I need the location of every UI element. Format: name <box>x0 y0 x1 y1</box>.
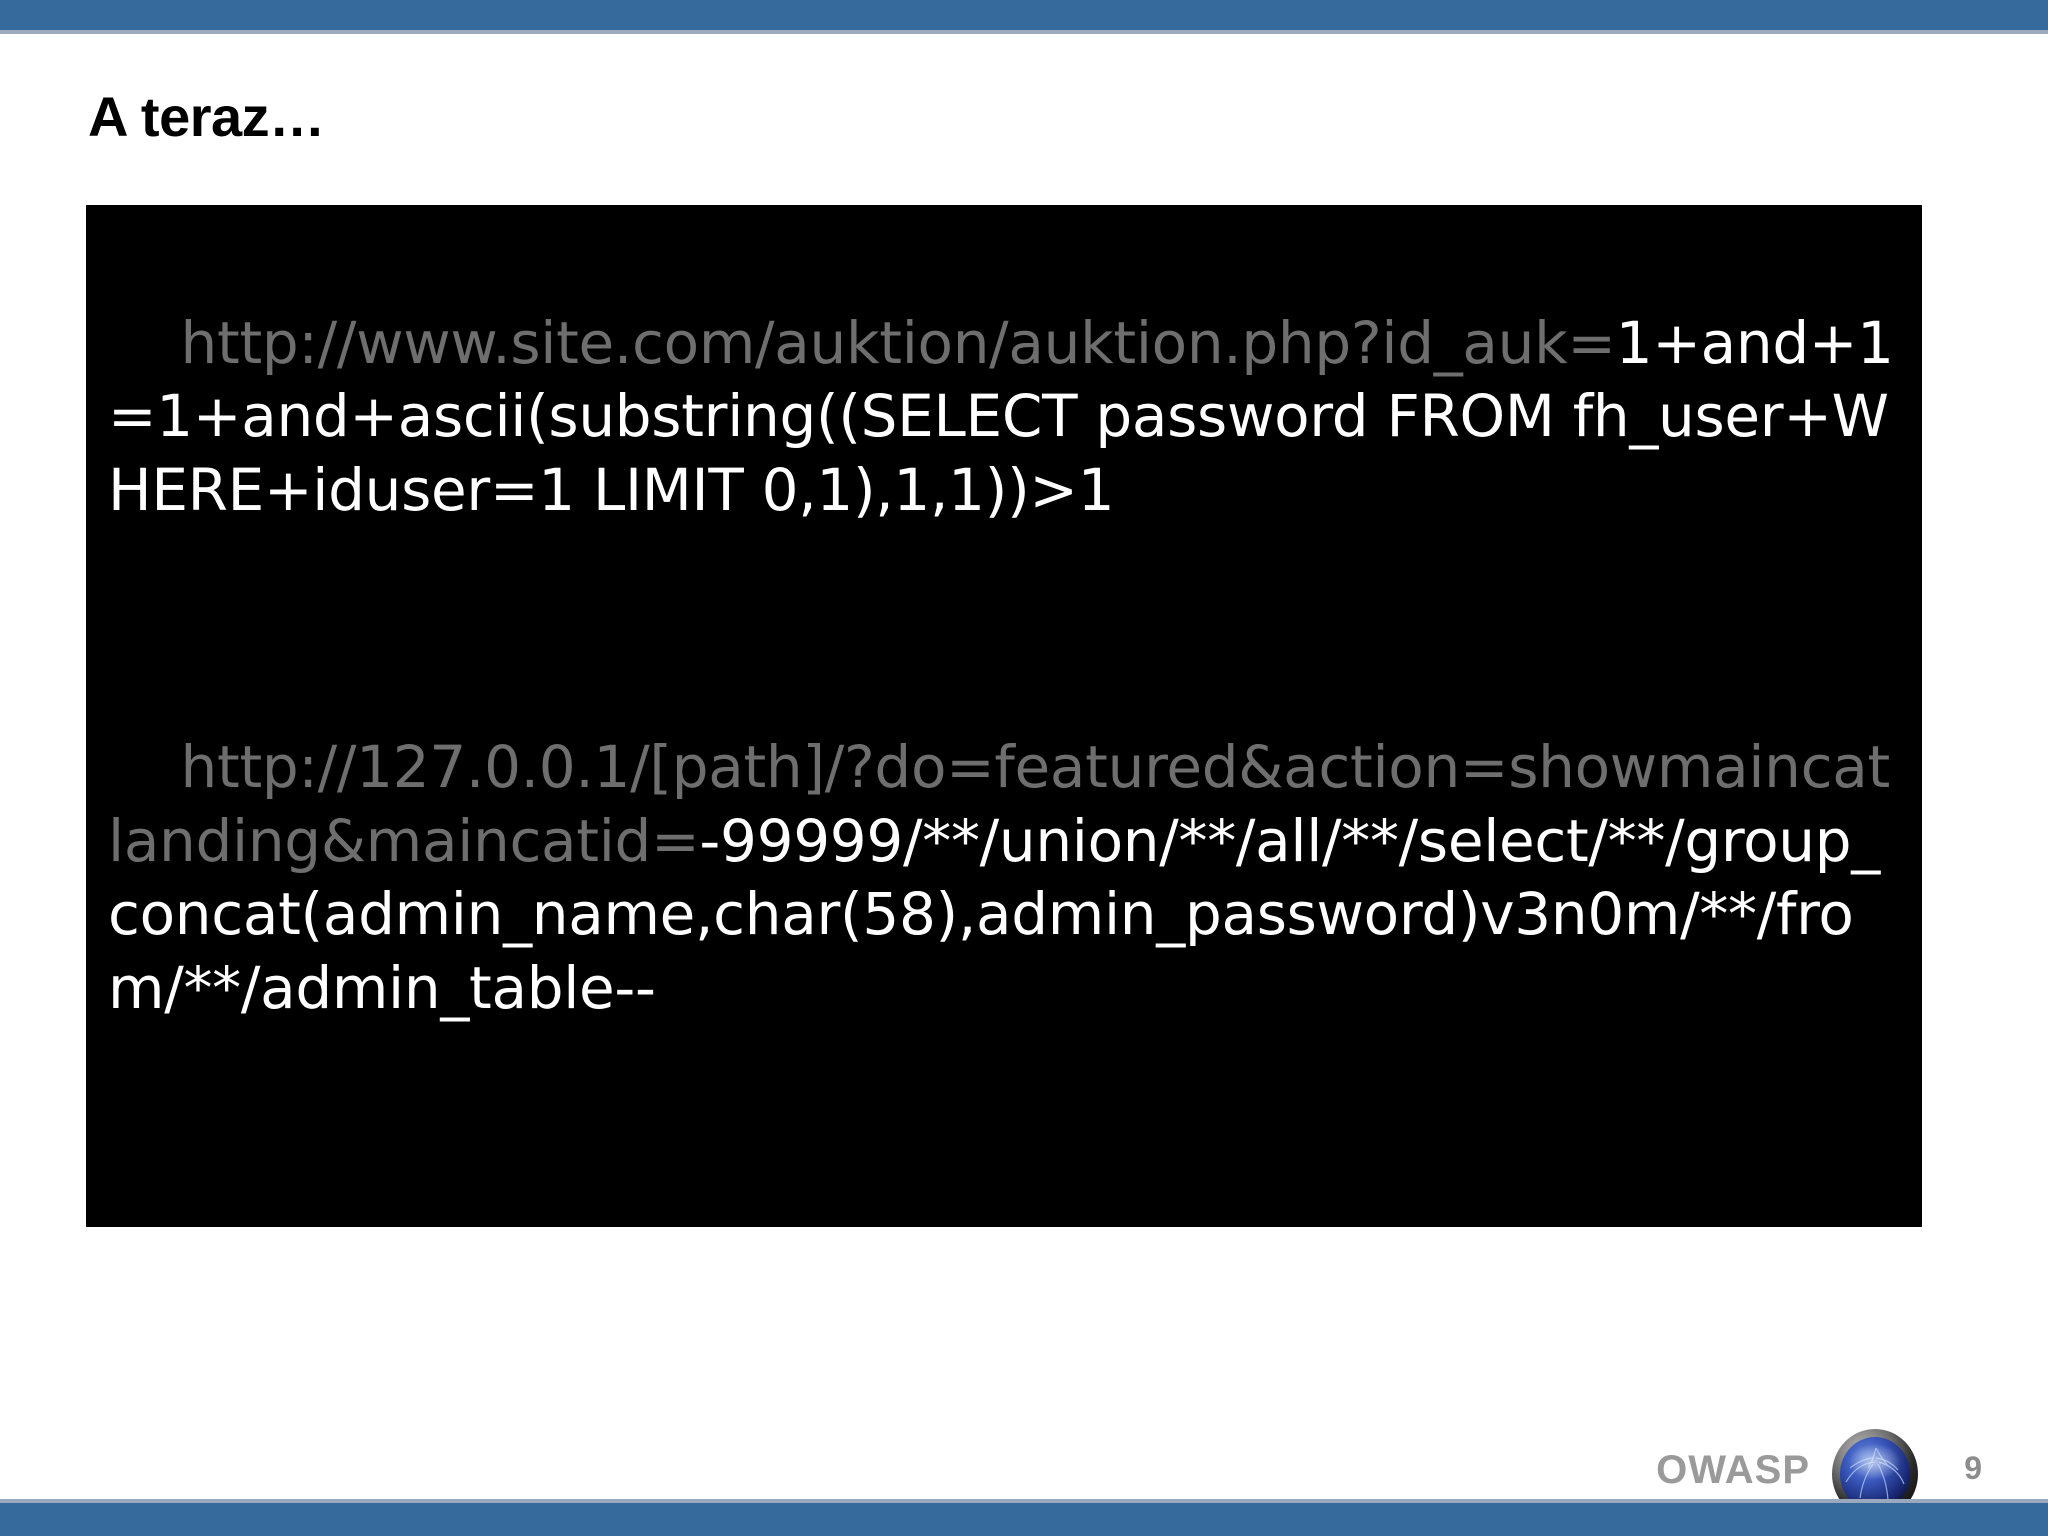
code-panel: http://www.site.com/auktion/auktion.php?… <box>86 205 1922 1227</box>
page-number: 9 <box>1964 1450 1982 1486</box>
sql-payload-2: -99999/**/union/**/all/**/select/**/grou… <box>108 806 1880 1022</box>
sql-payload-1: 1+and+1=1+and+ascii(substring((SELECT pa… <box>108 308 1894 524</box>
page-title: A teraz… <box>88 85 325 148</box>
owasp-wordmark: OWASP <box>1656 1448 1810 1492</box>
url-prefix-2: http://127.0.0.1/[path]/?do=featured&act… <box>108 732 1890 875</box>
top-accent-band <box>0 0 2048 30</box>
code-example-2: http://127.0.0.1/[path]/?do=featured&act… <box>108 657 1900 1099</box>
bottom-accent-rule <box>0 1499 2048 1503</box>
slide-footer: OWASP <box>0 1420 2048 1519</box>
owasp-spider-globe-icon <box>1830 1428 1920 1520</box>
top-accent-rule <box>0 30 2048 34</box>
bottom-accent-band <box>0 1503 2048 1536</box>
code-example-1: http://www.site.com/auktion/auktion.php?… <box>108 233 1900 601</box>
url-prefix-1: http://www.site.com/auktion/auktion.php?… <box>180 308 1616 377</box>
